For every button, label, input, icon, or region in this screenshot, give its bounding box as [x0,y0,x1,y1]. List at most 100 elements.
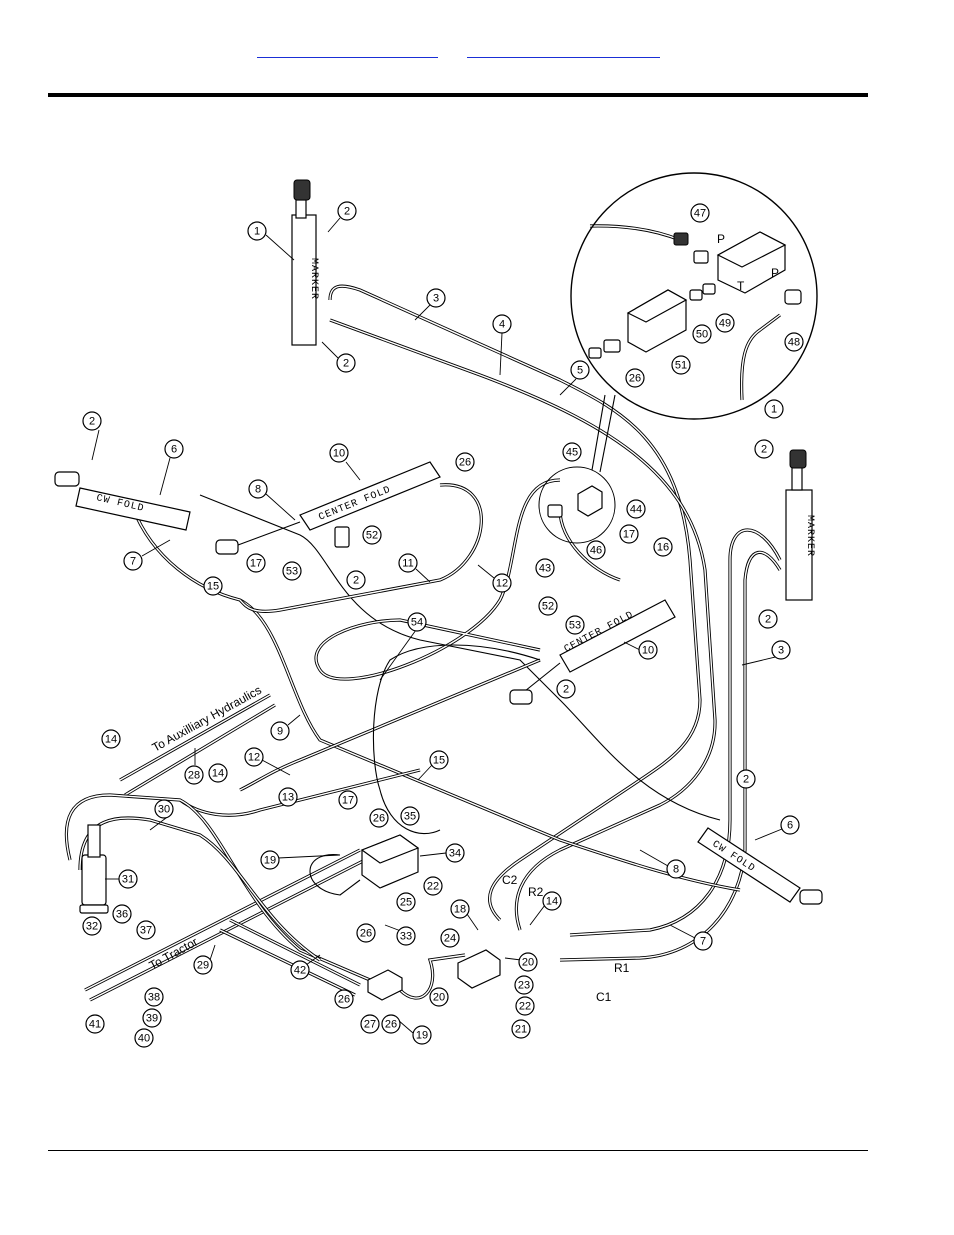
valve-block-center [457,949,501,989]
bracket-52-top [334,526,350,548]
callout-number: 53 [569,620,581,632]
callout-11: 11 [398,553,418,573]
callout-number: 3 [433,293,439,305]
marker-cylinder-top: MARKER [291,179,319,346]
callout-17: 17 [619,524,639,544]
callout-number: 15 [433,755,445,767]
callout-42: 42 [290,960,310,980]
callout-2: 2 [337,201,357,221]
valve-block-main [360,834,420,889]
callout-number: 24 [444,933,456,945]
callout-number: 7 [700,936,706,948]
callout-number: 41 [89,1019,101,1031]
callout-number: 7 [130,556,136,568]
callout-2: 2 [346,570,366,590]
callout-number: 4 [499,319,505,331]
callout-number: 3 [778,645,784,657]
callout-40: 40 [134,1028,154,1048]
callout-number: 37 [140,925,152,937]
callout-22: 22 [423,876,443,896]
callout-41: 41 [85,1014,105,1034]
callout-number: 19 [416,1030,428,1042]
callout-7: 7 [693,931,713,951]
callout-27: 27 [360,1014,380,1034]
callout-38: 38 [144,987,164,1007]
callout-number: 2 [353,575,359,587]
callout-number: 38 [148,992,160,1004]
callout-number: 22 [427,881,439,893]
callout-number: 17 [342,795,354,807]
callout-1: 1 [247,221,267,241]
callout-number: 1 [771,404,777,416]
hose-network [64,224,782,1002]
callout-50: 50 [692,324,712,344]
callout-31: 31 [118,869,138,889]
callout-number: 8 [255,484,261,496]
callout-34: 34 [445,843,465,863]
callout-number: 50 [696,329,708,341]
callout-16: 16 [653,537,673,557]
callout-number: 26 [459,457,471,469]
callout-number: 39 [146,1013,158,1025]
callout-number: 52 [542,601,554,613]
callout-53: 53 [282,561,302,581]
callout-number: 26 [360,928,372,940]
callout-number: 47 [694,208,706,220]
callout-15: 15 [429,750,449,770]
callout-number: 11 [402,558,413,570]
callout-number: 46 [590,545,602,557]
callout-1: 1 [764,399,784,419]
callout-15: 15 [203,576,223,596]
callout-number: 2 [343,358,349,370]
callout-9: 9 [270,721,290,741]
top-rule [48,93,868,97]
callout-number: 14 [546,896,558,908]
callout-number: 17 [250,558,262,570]
callout-24: 24 [440,928,460,948]
hose-label-c1: C1 [596,990,612,1004]
callout-14: 14 [542,891,562,911]
callout-number: 32 [86,921,98,933]
callout-26: 26 [369,808,389,828]
header-link-left[interactable] [257,47,438,58]
callout-number: 9 [277,726,283,738]
callout-35: 35 [400,806,420,826]
callout-45: 45 [562,442,582,462]
callout-number: 19 [264,855,276,867]
callout-52: 52 [362,525,382,545]
callout-51: 51 [671,355,691,375]
callout-2: 2 [758,609,778,629]
callout-number: 15 [207,581,219,593]
callout-46: 46 [586,540,606,560]
bottom-rule [48,1150,868,1151]
callout-36: 36 [112,904,132,924]
callout-28: 28 [184,765,204,785]
port-letter-p-right: P [771,266,779,280]
header-link-right[interactable] [467,47,660,58]
callout-number: 52 [366,530,378,542]
callout-6: 6 [164,439,184,459]
callout-20: 20 [429,987,449,1007]
callout-number: 10 [642,645,654,657]
callout-number: 45 [566,447,578,459]
callout-43: 43 [535,558,555,578]
callout-number: 14 [212,768,224,780]
callout-22: 22 [515,996,535,1016]
callout-number: 27 [364,1019,376,1031]
callout-2: 2 [336,353,356,373]
callout-number: 14 [105,734,117,746]
cw-fold-cylinder-right: CW FOLD [697,827,823,905]
callout-number: 49 [719,318,731,330]
callout-number: 34 [449,848,461,860]
callout-29: 29 [193,955,213,975]
marker-cylinder-top-label: MARKER [308,258,319,300]
callout-2: 2 [736,769,756,789]
center-fold-cylinder-top: CENTER FOLD [215,461,441,555]
callout-19: 19 [260,850,280,870]
to-auxiliary-label: To Auxilliary Hydraulics [150,683,264,755]
callout-number: 18 [454,904,466,916]
callout-17: 17 [338,790,358,810]
callout-number: 6 [787,820,793,832]
